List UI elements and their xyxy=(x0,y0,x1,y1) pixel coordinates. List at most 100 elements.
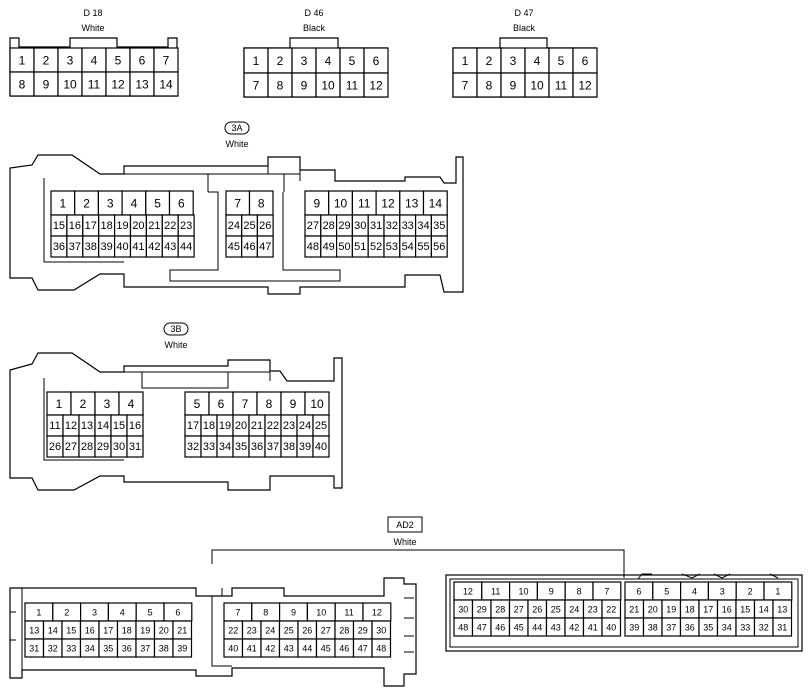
d46-cell xyxy=(291,47,317,74)
d47-pin-10: 10 xyxy=(530,79,544,93)
ad2-pin-3: 3 xyxy=(92,608,97,618)
c3a-pin-56: 56 xyxy=(433,241,445,253)
ad2-face-pin-13: 13 xyxy=(777,605,787,615)
d46-cell xyxy=(363,72,389,98)
c3a-pin-6: 6 xyxy=(178,197,185,211)
d18-pin-9: 9 xyxy=(43,78,50,92)
ad2-pin-35: 35 xyxy=(103,644,113,654)
ad2-face-pin-22: 22 xyxy=(606,605,616,615)
ad2-face-pin-37: 37 xyxy=(666,623,676,633)
c3a-pin-30: 30 xyxy=(354,220,366,232)
c3a-pin-14: 14 xyxy=(429,197,443,211)
ad2-pin-46: 46 xyxy=(339,644,349,654)
c3b-pin-35: 35 xyxy=(235,441,247,453)
ad2-pin-36: 36 xyxy=(122,644,132,654)
d46-pin-7: 7 xyxy=(253,79,260,93)
c3b-cell xyxy=(312,435,330,458)
d18-pin-10: 10 xyxy=(63,78,77,92)
ad2-pin-6: 6 xyxy=(175,608,180,618)
ad2-face-pin-27: 27 xyxy=(514,605,524,615)
connector-3b-color: White xyxy=(164,340,187,350)
ad2-pin-22: 22 xyxy=(228,626,238,636)
c3a-pin-32: 32 xyxy=(386,220,398,232)
ad2-face-pin-25: 25 xyxy=(551,605,561,615)
c3b-pin-23: 23 xyxy=(283,420,295,432)
ad2-face-pin-5: 5 xyxy=(664,587,669,597)
c3a-pin-3: 3 xyxy=(107,197,114,211)
ad2-pin-39: 39 xyxy=(177,644,187,654)
d18-cell xyxy=(153,47,179,73)
c3b-pin-4: 4 xyxy=(128,397,135,411)
ad2-pin-25: 25 xyxy=(284,626,294,636)
c3a-cell xyxy=(430,235,448,258)
c3b-pin-34: 34 xyxy=(219,441,231,453)
d46-pin-5: 5 xyxy=(349,54,356,68)
c3a-pin-28: 28 xyxy=(323,220,335,232)
c3a-pin-39: 39 xyxy=(101,241,113,253)
c3a-cell xyxy=(177,235,195,258)
c3b-pin-24: 24 xyxy=(299,420,311,432)
ad2-pin-45: 45 xyxy=(321,644,331,654)
d18-pin-11: 11 xyxy=(88,78,101,92)
ad2-pin-13: 13 xyxy=(29,626,39,636)
ad2-pin-4: 4 xyxy=(120,608,125,618)
ad2-pin-40: 40 xyxy=(228,644,238,654)
d18-cell xyxy=(33,47,59,73)
connector-ad2-id: AD2 xyxy=(396,520,414,530)
d18-pin-3: 3 xyxy=(67,54,74,68)
d18-pin-13: 13 xyxy=(135,78,149,92)
ad2-pin-28: 28 xyxy=(339,626,349,636)
c3a-pin-15: 15 xyxy=(53,220,65,232)
d47-cell xyxy=(500,72,526,98)
d18-pin-1: 1 xyxy=(19,54,26,68)
c3a-pin-44: 44 xyxy=(180,241,192,253)
d46-pin-2: 2 xyxy=(277,54,284,68)
c3b-pin-40: 40 xyxy=(315,441,327,453)
c3a-pin-10: 10 xyxy=(334,197,348,211)
d18-pin-14: 14 xyxy=(159,78,173,92)
connector-d18-id: D 18 xyxy=(83,8,102,18)
ad2-face-pin-33: 33 xyxy=(740,623,750,633)
ad2-face-pin-23: 23 xyxy=(588,605,598,615)
d47-pin-9: 9 xyxy=(510,79,517,93)
ad2-pin-37: 37 xyxy=(140,644,150,654)
c3a-pin-45: 45 xyxy=(228,241,240,253)
connector-ad2-id-box xyxy=(387,516,423,533)
c3b-pin-36: 36 xyxy=(251,441,263,453)
connector-3a-id: 3A xyxy=(231,123,242,133)
ad2-face-pin-21: 21 xyxy=(629,605,639,615)
connector-d47-id: D 47 xyxy=(514,8,533,18)
d46-pin-11: 11 xyxy=(346,79,359,93)
connector-ad2-face-latches xyxy=(637,573,779,580)
ad2-pin-44: 44 xyxy=(302,644,312,654)
d47-cell xyxy=(548,72,574,98)
ad2-face-pin-11: 11 xyxy=(491,587,500,597)
d46-pin-4: 4 xyxy=(325,54,332,68)
c3a-pin-4: 4 xyxy=(131,197,138,211)
d47-pin-7: 7 xyxy=(462,79,469,93)
ad2-face-pin-15: 15 xyxy=(740,605,750,615)
ad2-face-pin-47: 47 xyxy=(477,623,487,633)
d47-pin-6: 6 xyxy=(582,54,589,68)
c3a-pin-1: 1 xyxy=(60,197,67,211)
connector-ad2-bracket xyxy=(211,549,625,578)
c3a-pin-35: 35 xyxy=(433,220,445,232)
ad2-pin-32: 32 xyxy=(48,644,58,654)
ad2-face-pin-39: 39 xyxy=(629,623,639,633)
connector-d18-housing xyxy=(9,37,178,97)
c3b-pin-16: 16 xyxy=(129,420,141,432)
ad2-pin-47: 47 xyxy=(358,644,368,654)
c3b-pin-38: 38 xyxy=(283,441,295,453)
d46-pin-9: 9 xyxy=(301,79,308,93)
c3b-pin-14: 14 xyxy=(97,420,109,432)
ad2-face-pin-7: 7 xyxy=(604,587,609,597)
connector-ad2-inner-lines xyxy=(10,588,414,670)
c3a-pin-18: 18 xyxy=(101,220,113,232)
ad2-cell xyxy=(172,638,193,658)
c3a-pin-40: 40 xyxy=(116,241,128,253)
